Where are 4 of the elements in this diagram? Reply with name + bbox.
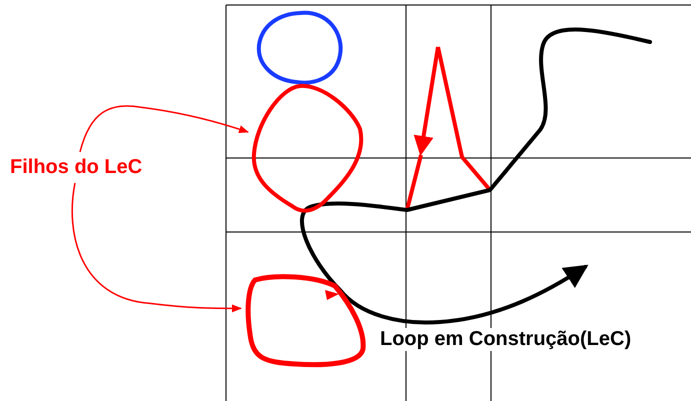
leader-arrow [79, 105, 249, 152]
leader-arrow [72, 182, 242, 312]
loop-label: Loop em Construção(LeC) [378, 328, 634, 351]
group-label: Filhos do LeC [10, 156, 142, 179]
